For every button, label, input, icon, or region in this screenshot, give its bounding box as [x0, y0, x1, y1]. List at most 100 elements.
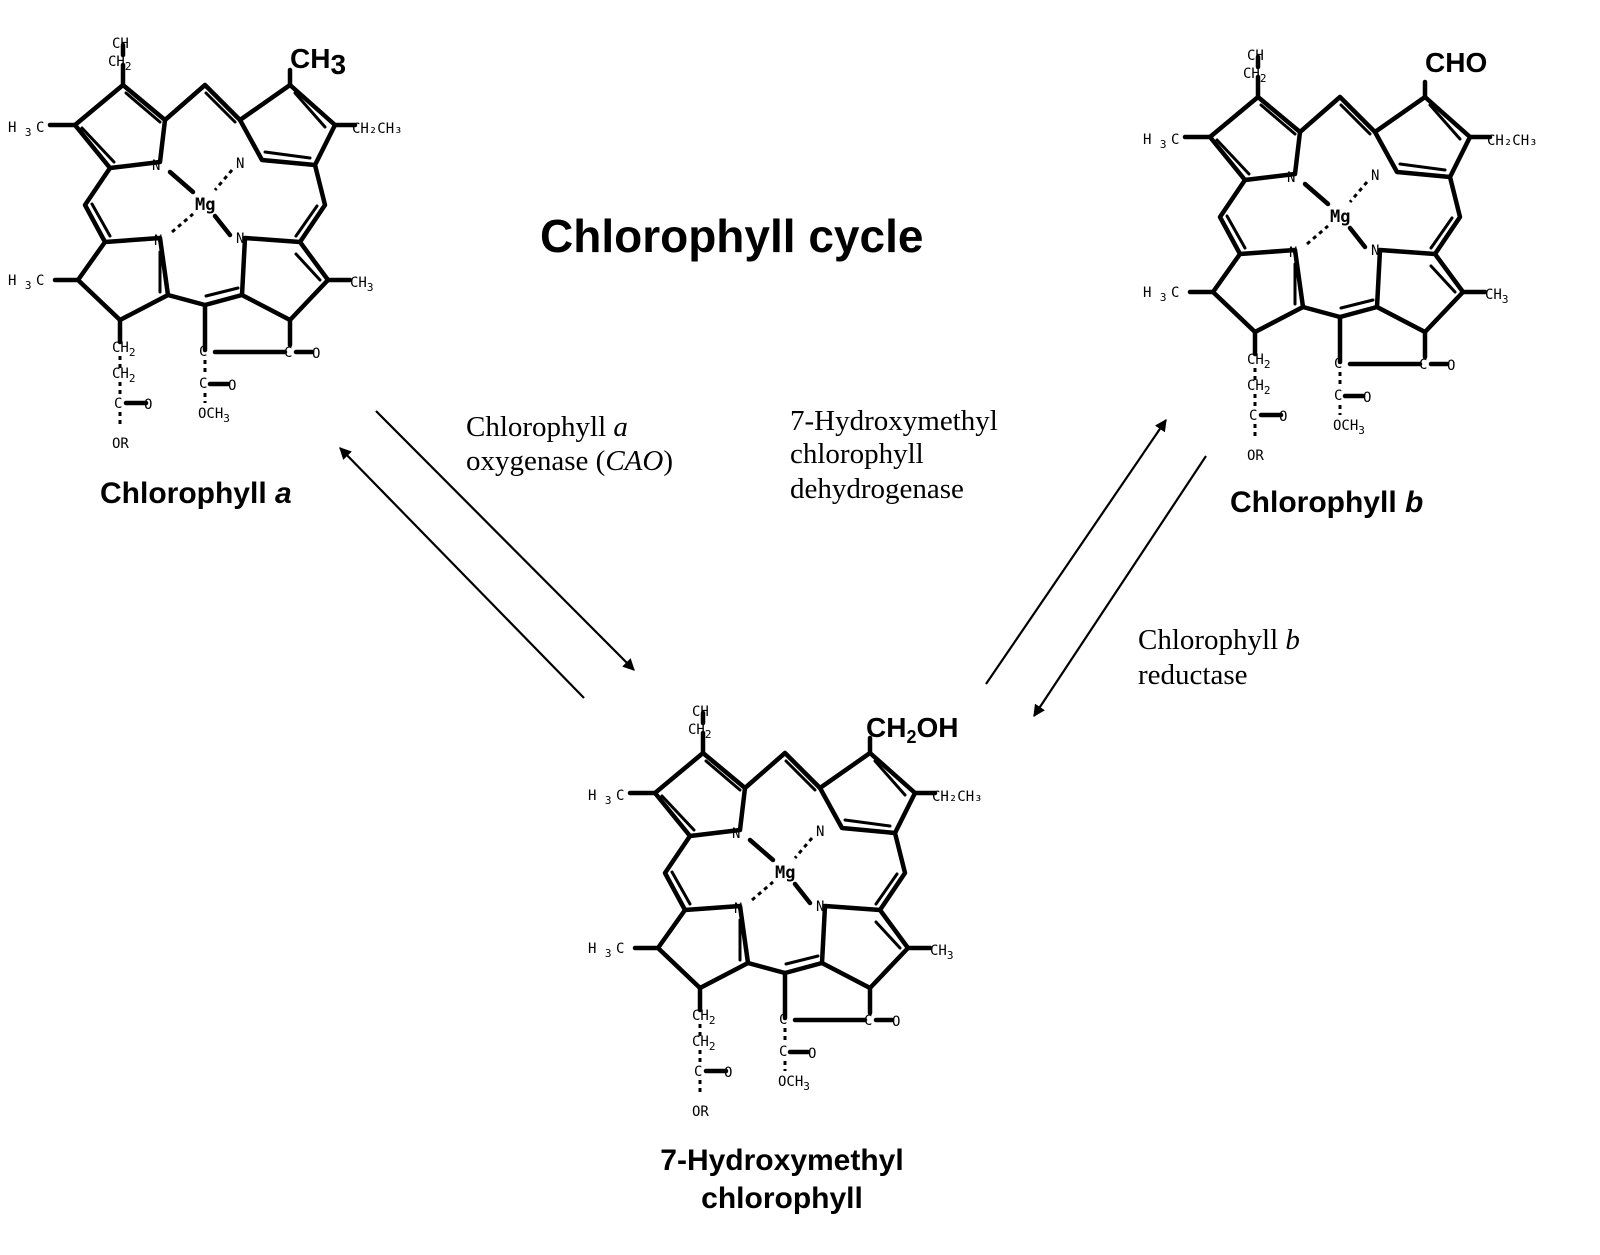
nitrogen-3: N: [1289, 245, 1297, 261]
ring-1-double-b: [1215, 138, 1251, 176]
methyl-3-h-label: H 3: [8, 273, 31, 292]
keto-o-label: O: [892, 1014, 900, 1030]
ring-1-double-b: [660, 794, 696, 832]
chain-or-label: OR: [112, 436, 129, 452]
ring-3: [75, 235, 171, 323]
ring-3: [1210, 247, 1306, 335]
cao-label-line1: Chlorophyll a: [466, 411, 628, 443]
arrow-b-to-hmc: [1033, 455, 1207, 718]
methyl-1-c-label: C: [1171, 132, 1179, 148]
bridge-top: [1297, 94, 1378, 135]
methyl-1-h-label: H 3: [588, 788, 611, 807]
nitrogen-1: N: [732, 826, 740, 842]
cbr-label-line1: Chlorophyll b: [1138, 624, 1300, 656]
mg-n1-bond: [1302, 181, 1331, 207]
methyl-1-h-label: H 3: [1143, 132, 1166, 151]
chain-or-label: OR: [692, 1104, 709, 1120]
mg-n1-bond: [747, 837, 776, 863]
mg-n3-bond: [751, 880, 774, 902]
nitrogen-3: N: [154, 233, 162, 249]
hmcd-label-line1: 7-Hydroxymethyl: [790, 405, 998, 437]
bridge-bottom-double: [204, 286, 240, 298]
magnesium-label: Mg: [195, 195, 215, 215]
ester-c2-label: C: [779, 1044, 787, 1060]
nitrogen-4: N: [236, 231, 244, 247]
vinyl-ch-label: CH: [112, 36, 129, 52]
ester-och3-label: OCH3: [198, 406, 230, 425]
mg-n1-bond: [167, 169, 196, 195]
ring-2-double: [1428, 103, 1462, 141]
cao-label-line2: oxygenase (CAO): [466, 445, 673, 477]
bridge-left: [82, 165, 113, 245]
bridge-left-double: [1225, 214, 1247, 250]
vinyl-ch2-label: CH2: [1243, 66, 1266, 85]
ring-3: [655, 903, 751, 991]
ester-c1-label: C: [199, 344, 207, 360]
chain-ch2-1: CH2: [1247, 352, 1270, 371]
magnesium-label: Mg: [1330, 207, 1350, 227]
mg-n3-bond: [171, 212, 194, 234]
methyl-3-c-label: C: [616, 941, 624, 957]
chain-c-label: C: [114, 396, 122, 412]
bridge-top-double: [784, 759, 817, 792]
ring-2: [817, 750, 918, 836]
hmcd-label-line3: dehydrogenase: [790, 473, 964, 505]
bridge-left: [662, 833, 693, 913]
mg-n4-bond: [1347, 225, 1368, 250]
hmc-caption-line2: chlorophyll: [701, 1182, 863, 1215]
ring-4-double: [294, 252, 322, 282]
ring-4: [819, 903, 911, 991]
vinyl-ch-label: CH: [1247, 48, 1264, 64]
chain-o-label: O: [144, 397, 152, 413]
mg-n3-bond: [1306, 224, 1329, 246]
ester-o-label: O: [1363, 390, 1371, 406]
ethyl-label: CH₂CH₃: [1487, 133, 1538, 149]
ring-2-double: [293, 91, 327, 129]
hmc-hydroxymethyl-label: CH2OH: [866, 712, 958, 747]
bridge-right-double: [1429, 216, 1454, 250]
ring-2-double-b: [1398, 162, 1447, 172]
nitrogen-4: N: [1371, 243, 1379, 259]
methyl-3-h-label: H 3: [588, 941, 611, 960]
ester-o-label: O: [808, 1046, 816, 1062]
ring-4: [239, 235, 331, 323]
ethyl-label: CH₂CH₃: [352, 121, 403, 137]
ester-c2-label: C: [199, 376, 207, 392]
bridge-top-double: [204, 91, 237, 124]
chain-ch2-2: CH2: [112, 366, 135, 385]
ester-och3-label: OCH3: [1333, 418, 1365, 437]
arrow-hmc-to-a: [339, 447, 585, 699]
mg-n4-bond: [212, 213, 233, 238]
ester-o-label: O: [228, 378, 236, 394]
ring-1-double: [1259, 103, 1297, 136]
hmcd-label-line2: chlorophyll: [790, 438, 924, 470]
nitrogen-2: N: [1371, 168, 1379, 184]
nitrogen-2: N: [816, 824, 824, 840]
methyl-4-label: CH3: [930, 943, 953, 962]
ring-2-double-b: [263, 150, 312, 160]
chlorophyll-a-caption: Chlorophyll a: [100, 477, 292, 510]
ring-1-double: [704, 759, 742, 792]
mg-n2-bond: [213, 169, 234, 191]
vinyl-ch2-label: CH2: [108, 54, 131, 73]
bridge-right-double: [294, 204, 319, 238]
ring-1: [1207, 94, 1303, 183]
bridge-right: [297, 162, 328, 245]
chain-ch2-1: CH2: [692, 1008, 715, 1027]
chain-ch2-1: CH2: [112, 340, 135, 359]
bridge-right: [877, 830, 908, 913]
keto-c-label: C: [1419, 357, 1427, 373]
bridge-top-double: [1339, 103, 1372, 136]
bridge-bottom-double: [784, 954, 820, 966]
methyl-3-c-label: C: [36, 273, 44, 289]
chl-b-formyl-label: CHO: [1425, 47, 1487, 78]
ring-1-double-b: [80, 126, 116, 164]
chain-c-label: C: [1249, 408, 1257, 424]
vinyl-ch2-label: CH2: [688, 722, 711, 741]
bridge-right-double: [874, 872, 899, 906]
bridge-left-double: [670, 870, 692, 906]
methyl-4-label: CH3: [1485, 287, 1508, 306]
